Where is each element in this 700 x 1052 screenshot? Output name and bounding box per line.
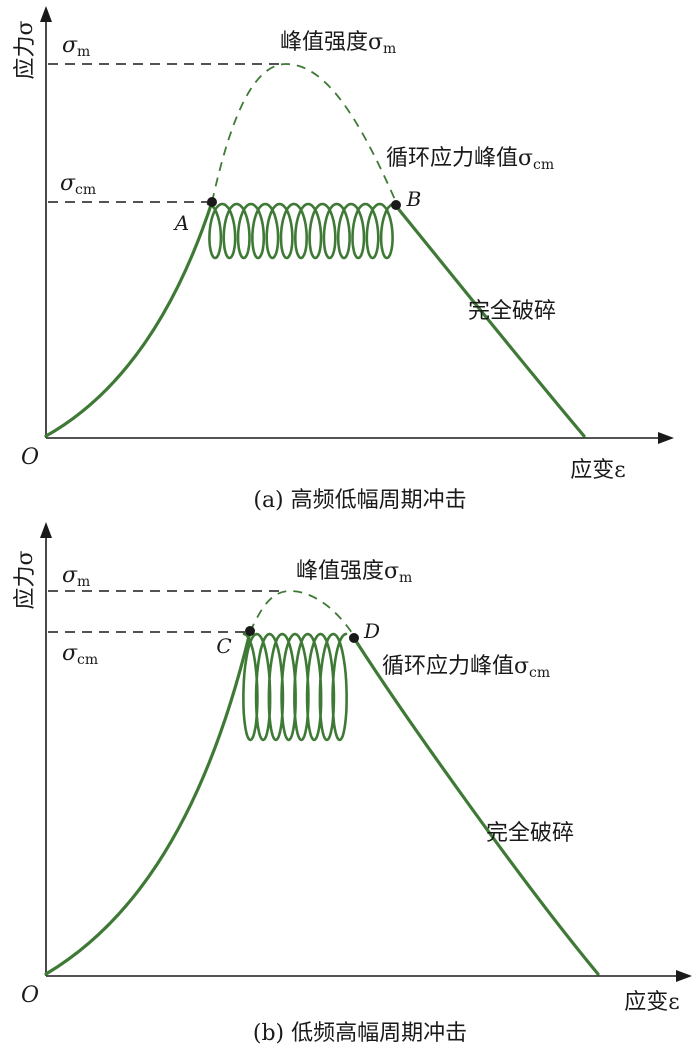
- y-axis-label: 应力σ: [13, 20, 38, 79]
- loading-curve: [44, 630, 252, 976]
- sigma-cm-label: σcm: [62, 641, 98, 668]
- panel-a: 应力σ 应变ε O σm σcm A B 峰值强度σm 循环应力峰值σcm 完全…: [13, 6, 674, 513]
- x-axis-label: 应变ε: [570, 458, 625, 483]
- cyclic-peak-label: 循环应力峰值σcm: [386, 146, 554, 173]
- peak-strength-label: 峰值强度σm: [296, 559, 412, 586]
- point-b-label: B: [406, 187, 422, 211]
- failure-label: 完全破碎: [468, 299, 556, 324]
- y-axis-label: 应力σ: [13, 550, 38, 609]
- origin-label: O: [21, 983, 39, 1008]
- y-axis-arrow: [40, 6, 52, 22]
- point-a-marker: [207, 197, 217, 207]
- cyclic-loops: [242, 632, 348, 742]
- loading-curve: [44, 200, 214, 438]
- cyclic-peak-label: 循环应力峰值σcm: [382, 654, 550, 681]
- point-d-label: D: [363, 619, 380, 643]
- peak-envelope-dashed: [249, 590, 355, 637]
- sigma-m-label: σm: [62, 563, 90, 590]
- point-c-label: C: [216, 634, 231, 658]
- peak-strength-label: 峰值强度σm: [280, 30, 396, 57]
- sigma-cm-label: σcm: [60, 171, 96, 198]
- point-a-label: A: [173, 211, 189, 235]
- x-axis-label: 应变ε: [624, 990, 679, 1015]
- origin-label: O: [21, 445, 39, 470]
- sigma-m-label: σm: [62, 33, 90, 60]
- point-b-marker: [391, 200, 401, 210]
- cyclic-loops: [206, 202, 396, 260]
- x-axis-arrow: [658, 432, 674, 444]
- x-axis-arrow: [676, 970, 692, 982]
- panel-b: 应力σ 应变ε O σm σcm C D 峰值强度σm 循环应力峰值σcm 完全…: [13, 522, 692, 1046]
- caption-a: (a) 高频低幅周期冲击: [253, 488, 466, 513]
- failure-label: 完全破碎: [486, 821, 574, 846]
- point-c-marker: [245, 626, 255, 636]
- peak-envelope-dashed: [211, 63, 397, 203]
- point-d-marker: [349, 633, 359, 643]
- caption-b: (b) 低频高幅周期冲击: [253, 1021, 467, 1046]
- unloading-curve: [394, 204, 586, 438]
- unloading-curve: [352, 636, 600, 976]
- y-axis-arrow: [40, 522, 52, 538]
